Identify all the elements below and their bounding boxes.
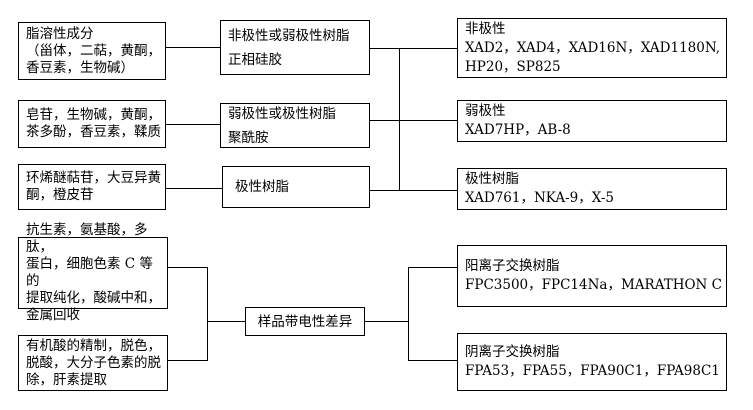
connector-line [166, 124, 220, 125]
connector-line [207, 321, 245, 322]
connector-line [408, 267, 457, 268]
box-cation-exchange-resins: 阳离子交换树脂 FPC3500，FPC14Na，MARATHON C [457, 245, 727, 307]
box-polar-resins: 极性树脂 XAD761，NKA-9，X-5 [457, 168, 727, 210]
box-weak-polar-or-polar-resin: 弱极性或极性树脂 聚酰胺 [220, 103, 370, 148]
connector-line [168, 267, 207, 268]
connector-line [370, 120, 457, 121]
connector-line [166, 188, 222, 189]
box-iridoid-glycosides: 环烯醚萜苷，大豆异黄 酮，橙皮苷 [18, 164, 166, 210]
box-organic-acids-refining: 有机酸的精制，脱色， 脱酸，大分子色素的脱 除，肝素提取 [18, 335, 168, 391]
connector-line [166, 47, 220, 48]
box-nonpolar-resins: 非极性 XAD2，XAD4，XAD16N，XAD1180N, HP20，SP82… [457, 18, 727, 78]
box-anion-exchange-resins: 阴离子交换树脂 FPA53，FPA55，FPA90C1，FPA98C1 [457, 333, 727, 391]
box-saponins-alkaloids: 皂苷，生物碱，黄酮， 茶多酚，香豆素，鞣质 [18, 100, 166, 148]
box-polar-resin: 极性树脂 [222, 166, 370, 208]
box-nonpolar-or-weak-polar-resin: 非极性或弱极性树脂 正相硅胶 [220, 20, 370, 75]
box-sample-charge-difference: 样品带电性差异 [245, 307, 365, 336]
connector-line [168, 360, 207, 361]
connector-bracket-line [408, 267, 409, 361]
box-weak-polar-resins: 弱极性 XAD7HP，AB-8 [457, 100, 727, 142]
connector-line [370, 48, 457, 49]
box-lipid-soluble-components: 脂溶性成分 （甾体，二萜，黄酮， 香豆素，生物碱） [18, 22, 166, 80]
connector-bracket-line [207, 267, 208, 361]
connector-line [408, 360, 457, 361]
connector-line [370, 190, 457, 191]
box-antibiotics-amino-acids: 抗生素，氨基酸，多肽， 蛋白，细胞色素 C 等的 提取纯化，酸碱中和， 金属回收 [18, 222, 168, 323]
connector-line [365, 321, 408, 322]
connector-bus-line [399, 48, 400, 191]
